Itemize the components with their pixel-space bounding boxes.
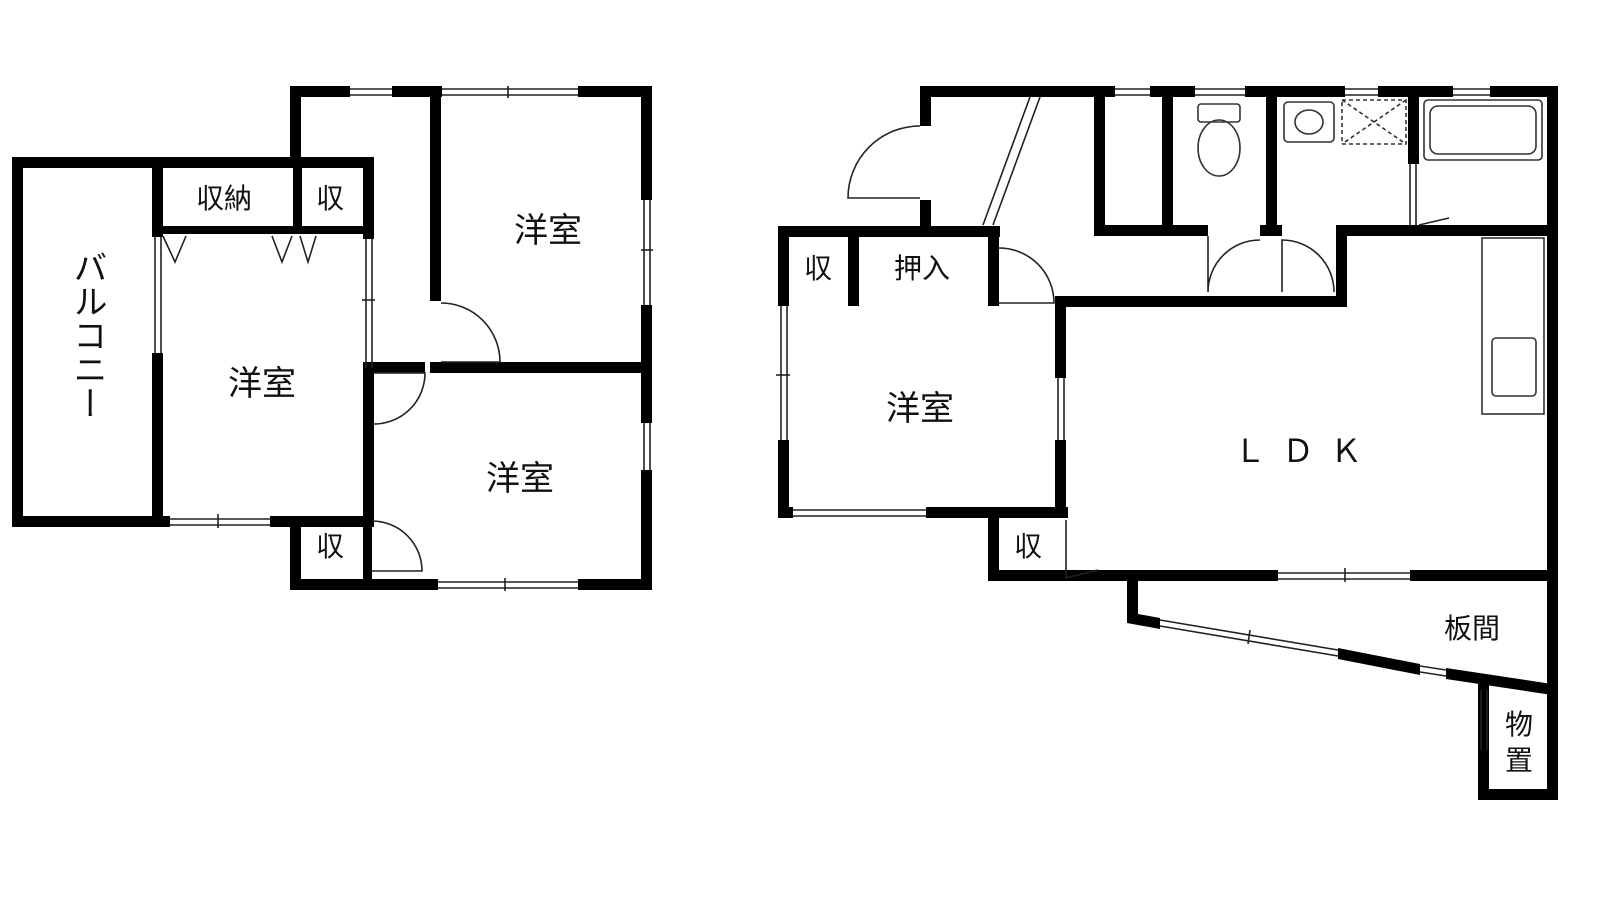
right-floor-doors <box>847 96 1450 580</box>
monooki-label-1: 物 <box>1505 708 1533 741</box>
room-ne-label: 洋室 <box>514 211 582 251</box>
left-floor-doors <box>162 235 501 572</box>
se-room-walls <box>290 362 652 590</box>
itama-label: 板間 <box>1444 612 1500 645</box>
kitchen-counter-icon <box>1481 237 1545 415</box>
west-room-walls <box>152 157 374 527</box>
floor-left: バルコニー 収納 収 収 洋室 洋室 洋室 <box>12 86 653 591</box>
balcony-walls <box>12 157 167 527</box>
left-floor-windows <box>154 86 653 591</box>
room-west-label: 洋室 <box>228 364 296 404</box>
right-floor-walls <box>778 86 1558 800</box>
storage-top-label: 収 <box>316 182 344 215</box>
itama-slanted-wall-2 <box>1338 648 1420 675</box>
closet-storage-label: 収納 <box>196 182 252 215</box>
toilet-icon <box>1197 103 1241 177</box>
floor-right: 収 押入 洋室 ＬＤＫ 収 板間 物 置 <box>776 86 1558 800</box>
itama-slanted-wall <box>1127 612 1160 629</box>
bathtub-icon <box>1423 99 1543 161</box>
itama-slanted-wall-3 <box>1446 668 1552 695</box>
room-west-right-label: 洋室 <box>886 389 954 429</box>
room-se-label: 洋室 <box>486 459 554 499</box>
sink-icon <box>1283 101 1335 143</box>
washing-machine-space-icon <box>1341 99 1407 145</box>
balcony-label: バルコニー <box>67 250 107 420</box>
ldk-label: ＬＤＫ <box>1234 432 1378 470</box>
storage-bottom-left-label: 収 <box>316 530 344 563</box>
monooki-label-2: 置 <box>1505 744 1533 777</box>
oshiire-label: 押入 <box>894 252 950 285</box>
storage-left-label: 収 <box>804 252 832 285</box>
storage-bottom-right-label: 収 <box>1014 530 1042 563</box>
right-floor-windows <box>776 88 1490 750</box>
ne-room-walls <box>290 86 652 405</box>
